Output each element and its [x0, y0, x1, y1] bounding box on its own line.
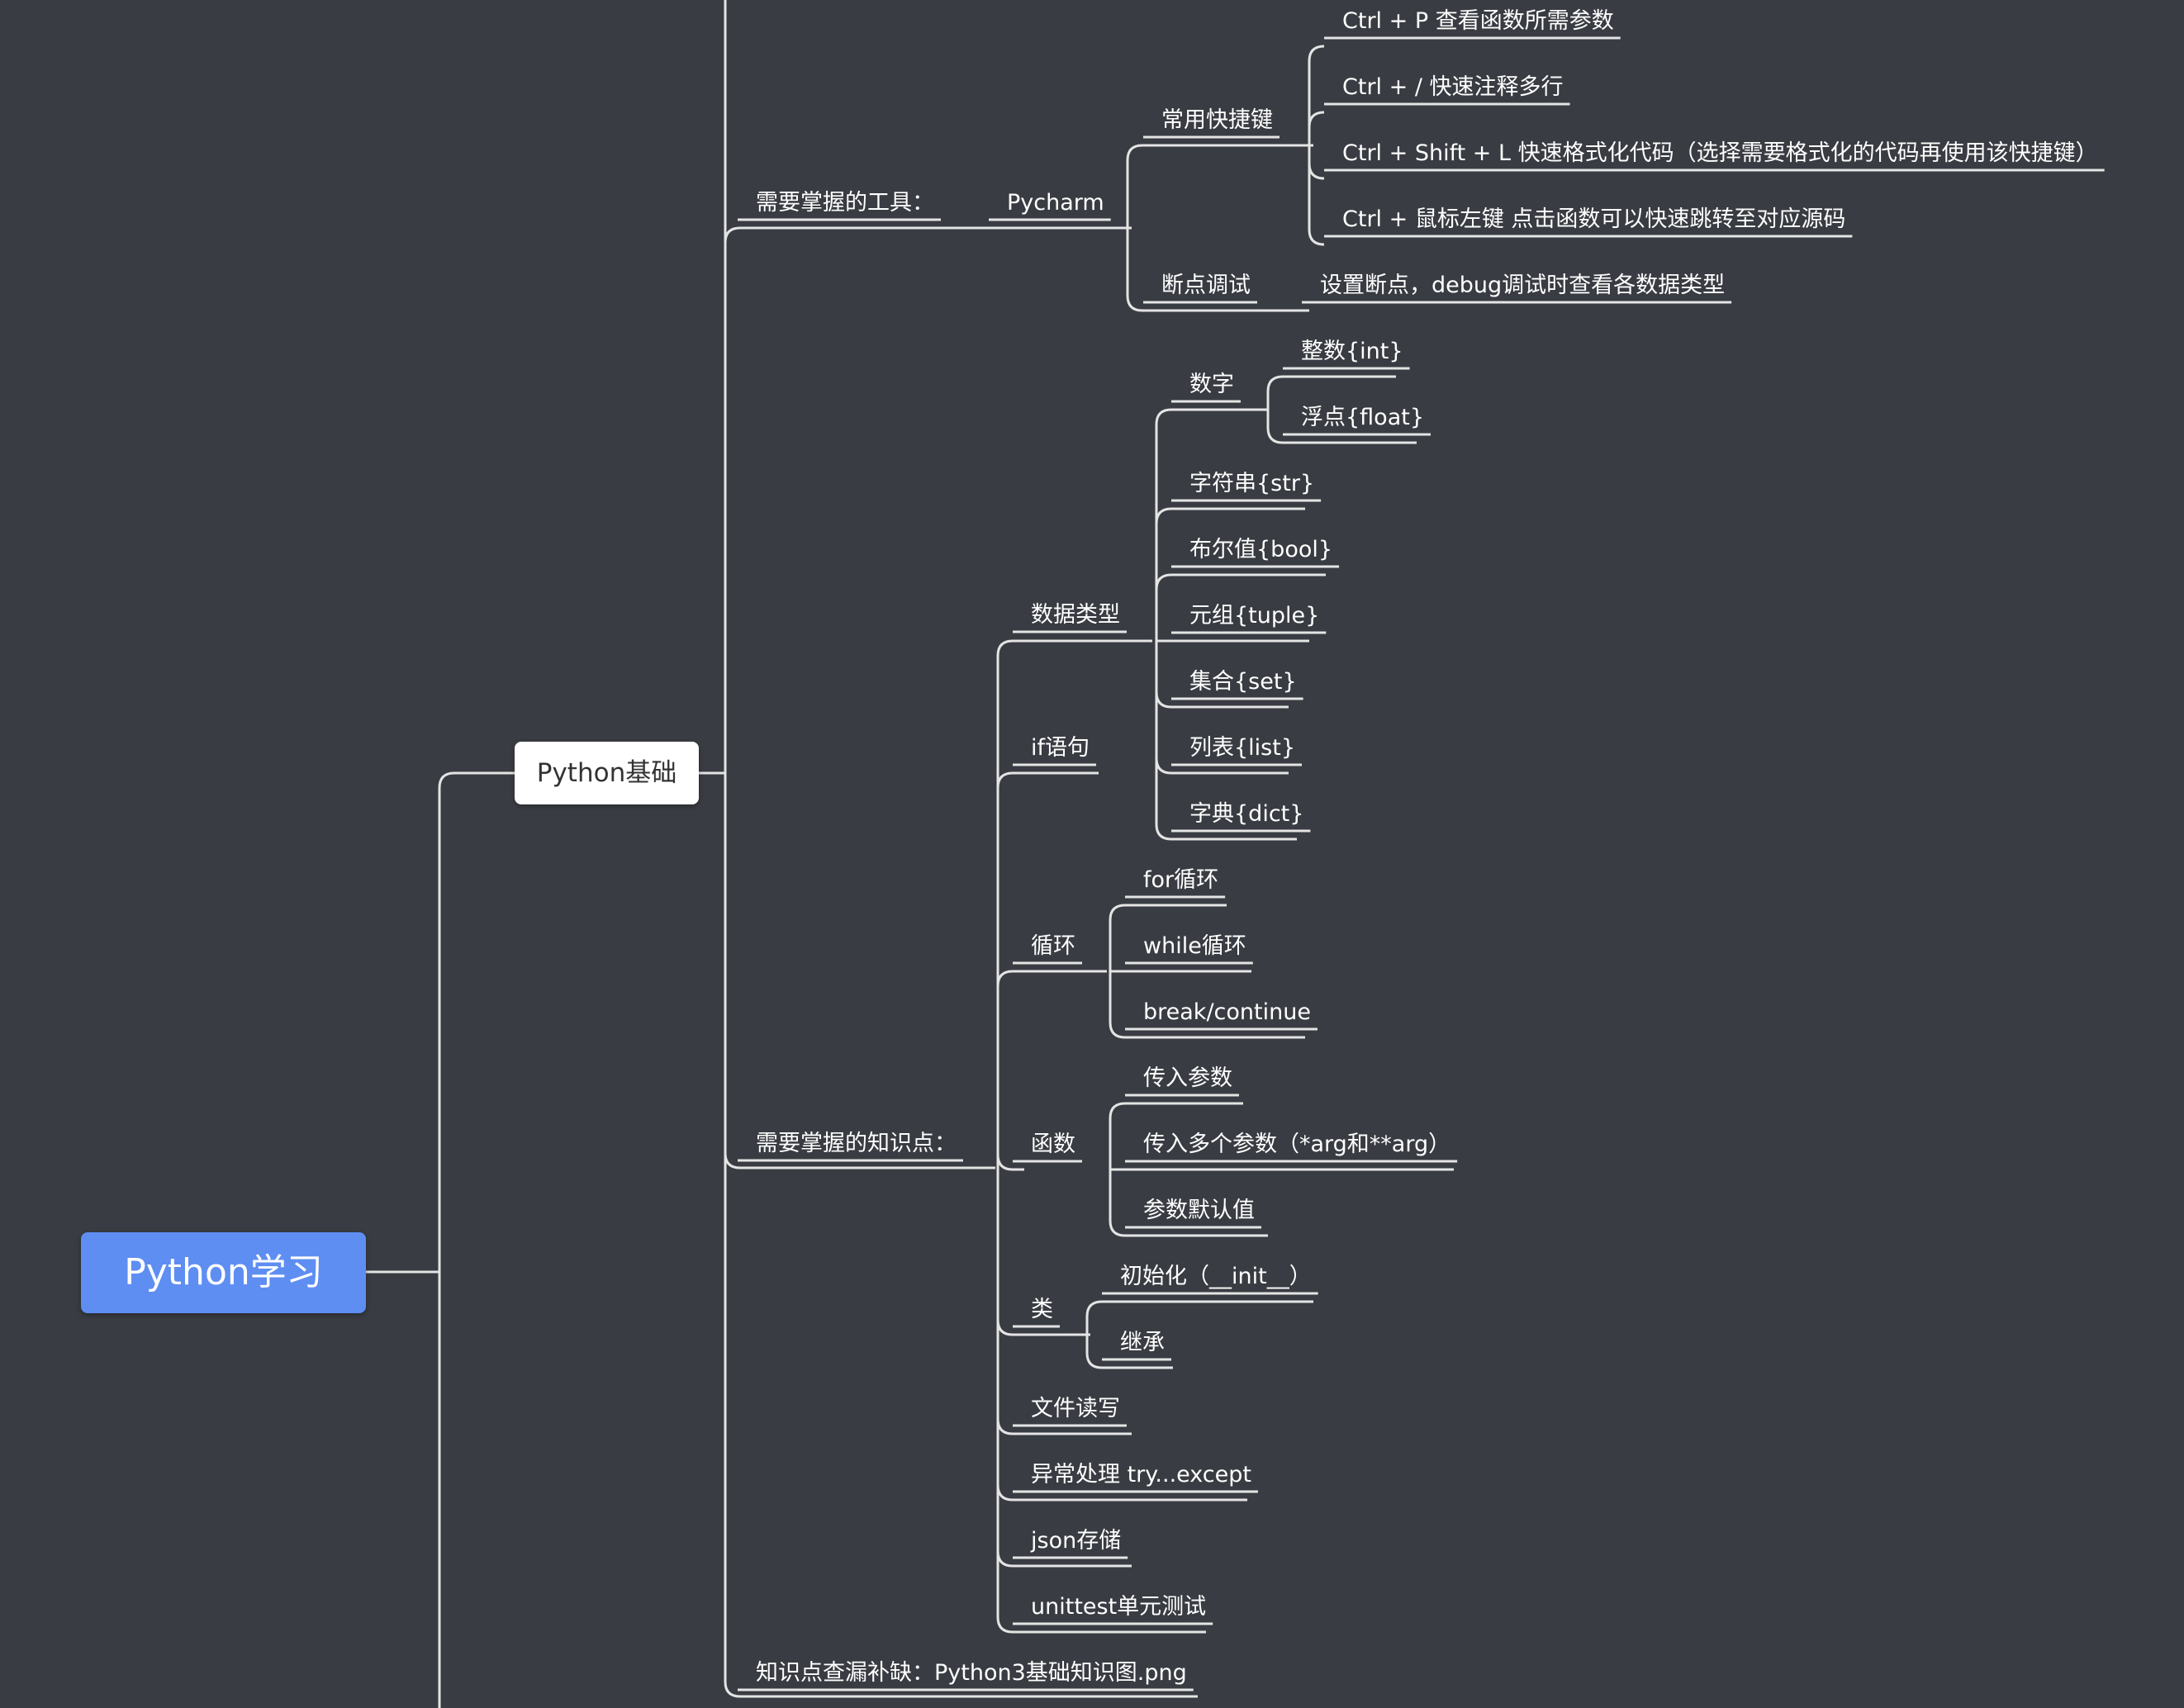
tools-node[interactable]: 需要掌握的工具：	[756, 190, 934, 216]
connector-line	[1308, 45, 1325, 145]
shortcut-item[interactable]: Ctrl + Shift + L 快速格式化代码（选择需要格式化的代码再使用该快…	[1342, 140, 2098, 166]
function-item[interactable]: 参数默认值	[1143, 1198, 1255, 1223]
shortcuts-node[interactable]: 常用快捷键	[1161, 107, 1273, 133]
connector-line	[724, 226, 1132, 773]
loop-item[interactable]: for循环	[1143, 867, 1219, 893]
number-item-int[interactable]: 整数{int}	[1301, 339, 1403, 364]
number-node[interactable]: 数字	[1189, 372, 1234, 397]
connector-line	[1085, 1300, 1313, 1335]
connector-line	[1126, 228, 1309, 312]
connector-line	[438, 771, 515, 1708]
number-item-float[interactable]: 浮点{float}	[1301, 405, 1425, 430]
connector-line	[1155, 641, 1297, 841]
class-item[interactable]: 继承	[1120, 1330, 1165, 1355]
connector-line	[1266, 375, 1396, 410]
connector-line	[996, 1154, 1024, 1171]
class-item[interactable]: 初始化（__init__）	[1120, 1264, 1312, 1289]
connector-line	[724, 773, 1198, 1698]
data-type-item[interactable]: 布尔值{bool}	[1189, 537, 1333, 562]
connector-line	[1155, 408, 1268, 641]
connector-line	[1085, 1335, 1173, 1369]
connector-line	[1308, 145, 1325, 246]
connector-line	[1266, 410, 1417, 444]
connector-line	[1109, 1170, 1268, 1237]
connector-line	[996, 639, 1152, 1168]
gap-check-node[interactable]: 知识点查漏补缺：Python3基础知识图.png	[756, 1660, 1187, 1686]
data-type-item[interactable]: 字符串{str}	[1189, 471, 1315, 496]
file-io-node[interactable]: 文件读写	[1031, 1396, 1120, 1421]
data-type-item[interactable]: 列表{list}	[1189, 735, 1296, 761]
connector-line	[1109, 1102, 1243, 1170]
data-types-node[interactable]: 数据类型	[1031, 602, 1120, 628]
loop-item[interactable]: while循环	[1143, 933, 1246, 959]
function-item[interactable]: 传入参数	[1143, 1065, 1232, 1091]
data-type-item[interactable]: 元组{tuple}	[1189, 603, 1320, 629]
data-type-item[interactable]: 字典{dict}	[1189, 801, 1304, 827]
debug-node[interactable]: 断点调试	[1161, 273, 1251, 298]
pycharm-node[interactable]: Pycharm	[1007, 190, 1104, 216]
root-node[interactable]: Python学习	[81, 1232, 366, 1313]
loop-node[interactable]: 循环	[1031, 933, 1075, 959]
connector-line	[996, 771, 1099, 1168]
if-statement-node[interactable]: if语句	[1031, 735, 1090, 761]
loop-item[interactable]: break/continue	[1143, 999, 1311, 1025]
data-type-item[interactable]: 集合{set}	[1189, 669, 1297, 695]
connector-line	[1155, 573, 1326, 641]
shortcut-item[interactable]: Ctrl + P 查看函数所需参数	[1342, 8, 1614, 34]
connector-line	[1308, 111, 1325, 145]
connector-line	[1126, 144, 1313, 228]
exceptions-node[interactable]: 异常处理 try...except	[1031, 1462, 1251, 1487]
unittest-node[interactable]: unittest单元测试	[1031, 1594, 1207, 1620]
connector-line	[1109, 904, 1227, 971]
json-storage-node[interactable]: json存储	[1031, 1528, 1122, 1554]
shortcut-item[interactable]: Ctrl + 鼠标左键 点击函数可以快速跳转至对应源码	[1342, 206, 1846, 232]
class-node[interactable]: 类	[1031, 1297, 1053, 1322]
function-item[interactable]: 传入多个参数（*arg和**arg）	[1143, 1132, 1451, 1157]
function-node[interactable]: 函数	[1031, 1132, 1075, 1157]
connector-line	[996, 1168, 1206, 1634]
shortcut-item[interactable]: Ctrl + / 快速注释多行	[1342, 74, 1564, 100]
knowledge-node[interactable]: 需要掌握的知识点：	[756, 1131, 957, 1156]
connector-line	[1308, 145, 1325, 180]
debug-detail[interactable]: 设置断点，debug调试时查看各数据类型	[1320, 273, 1726, 298]
connector-line	[1109, 971, 1305, 1039]
connector-line	[724, 773, 995, 1170]
python-basics-node[interactable]: Python基础	[515, 742, 699, 804]
connector-line	[1155, 507, 1305, 641]
connector-line	[996, 970, 1107, 1168]
